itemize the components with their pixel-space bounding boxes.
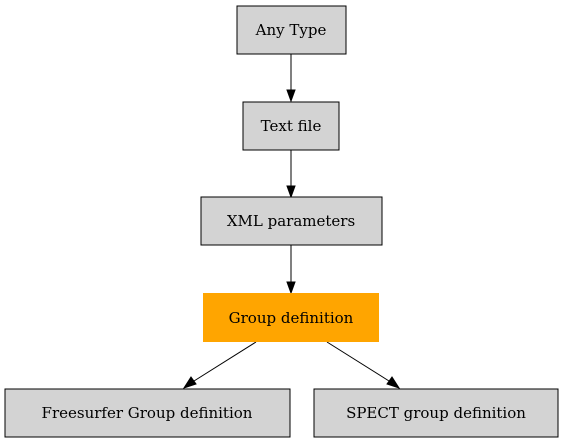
edge-group-definition-to-freesurfer	[182, 341, 257, 389]
edge-xml-parameters-to-group-definition	[286, 245, 296, 295]
node-group-definition[interactable]: Group definition	[203, 293, 379, 342]
edge-any-type-to-text-file	[286, 54, 296, 103]
node-any-type-box	[236, 5, 347, 55]
node-spect-group-definition[interactable]: SPECT group definition	[313, 388, 559, 438]
edge-group-definition-to-spect	[326, 341, 401, 389]
node-text-file-box	[242, 101, 340, 151]
node-any-type-label: Any Type	[255, 21, 327, 39]
node-text-file-label: Text file	[261, 117, 322, 135]
node-xml-parameters-label: XML parameters	[227, 212, 355, 230]
node-spect-group-definition-label: SPECT group definition	[346, 404, 526, 422]
node-group-definition-label: Group definition	[229, 309, 354, 327]
node-freesurfer-group-definition-label: Freesurfer Group definition	[42, 404, 253, 422]
node-freesurfer-group-definition[interactable]: Freesurfer Group definition	[4, 388, 291, 438]
node-any-type[interactable]: Any Type	[236, 5, 347, 55]
node-group-definition-box	[203, 293, 379, 342]
node-xml-parameters[interactable]: XML parameters	[200, 196, 383, 246]
node-xml-parameters-box	[200, 196, 383, 246]
edge-text-file-to-xml-parameters	[286, 150, 296, 199]
node-freesurfer-group-definition-box	[4, 388, 291, 438]
node-spect-group-definition-box	[313, 388, 559, 438]
node-text-file[interactable]: Text file	[242, 101, 340, 151]
